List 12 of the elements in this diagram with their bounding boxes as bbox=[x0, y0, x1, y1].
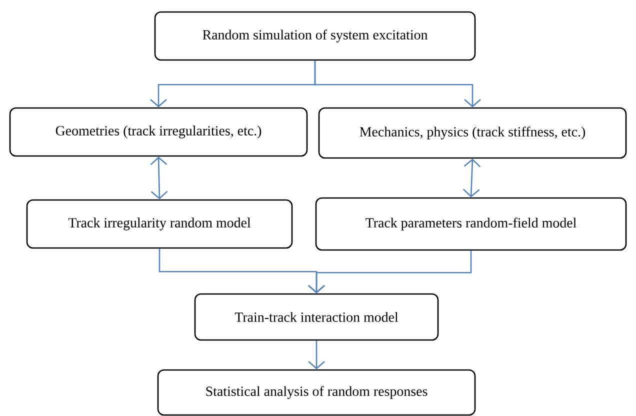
arrow bbox=[308, 250, 472, 294]
process-box: Track irregularity random model bbox=[26, 199, 293, 249]
process-box: Geometries (track irregularities, etc.) bbox=[9, 107, 308, 157]
arrow bbox=[308, 340, 325, 370]
arrow bbox=[150, 156, 168, 200]
process-box: Track parameters random-field model bbox=[315, 197, 627, 251]
arrow bbox=[314, 60, 481, 108]
process-box: Mechanics, physics (track stiffness, etc.) bbox=[318, 107, 627, 159]
arrow bbox=[462, 158, 481, 198]
process-box: Random simulation of system excitation bbox=[154, 11, 476, 61]
process-box: Train-track interaction model bbox=[194, 293, 439, 341]
process-box: Statistical analysis of random responses bbox=[157, 369, 476, 416]
